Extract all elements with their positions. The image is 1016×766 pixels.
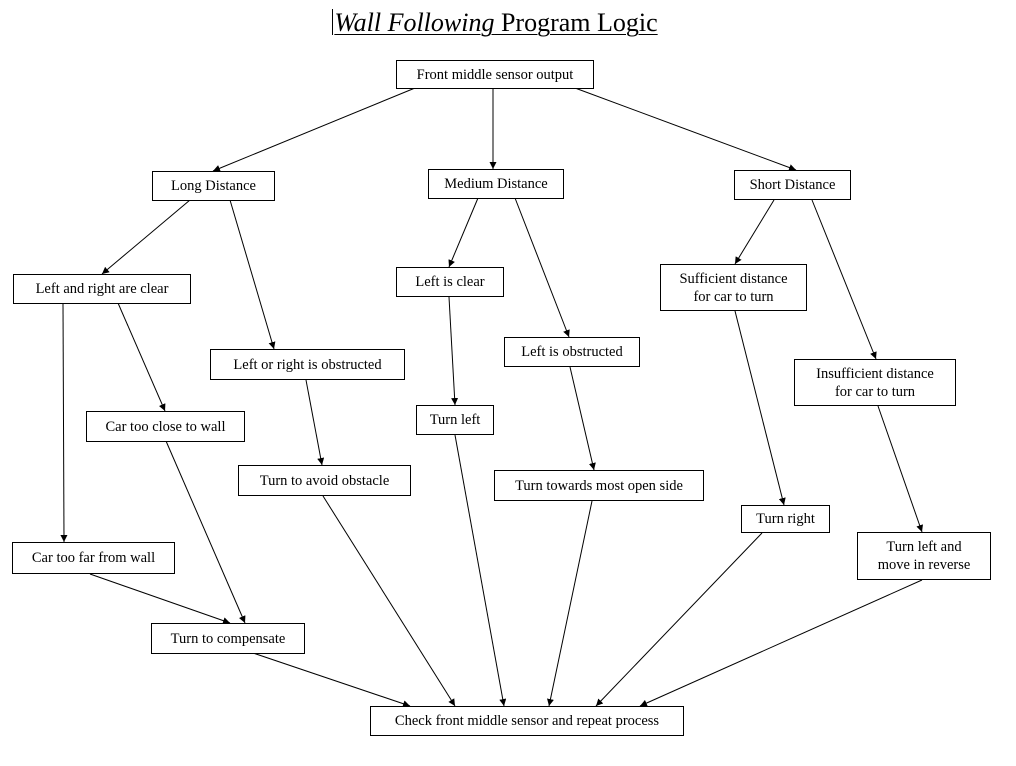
arrow-obstructed-to-avoid	[305, 379, 325, 466]
title-italic: Wall Following	[334, 8, 495, 37]
node-short-distance: Short Distance	[734, 170, 851, 200]
arrow-clear-to-too-close	[117, 302, 166, 412]
arrow-turn-left-to-check	[454, 434, 507, 707]
node-front-sensor: Front middle sensor output	[396, 60, 594, 89]
diagram-title: Wall Following Program Logic	[0, 6, 990, 40]
node-left-clear: Left is clear	[396, 267, 504, 297]
arrow-reverse-to-check	[639, 579, 923, 707]
node-left-or-right-obstructed: Left or right is obstructed	[210, 349, 405, 380]
node-medium-distance: Medium Distance	[428, 169, 564, 199]
node-car-too-far: Car too far from wall	[12, 542, 175, 574]
arrow-too-far-to-compensate	[89, 573, 231, 624]
arrow-medium-to-left-obstructed	[514, 197, 570, 338]
arrow-too-close-to-compensate	[165, 440, 246, 624]
node-insufficient-distance: Insufficient distance for car to turn	[794, 359, 956, 406]
arrow-insufficient-to-reverse	[877, 405, 923, 533]
arrow-front-to-long	[212, 87, 416, 172]
text-cursor	[332, 9, 334, 35]
arrow-clear-to-too-far	[60, 302, 68, 543]
node-sufficient-distance: Sufficient distance for car to turn	[660, 264, 807, 311]
arrow-short-to-insufficient	[811, 199, 877, 360]
arrow-long-to-obstructed	[229, 199, 276, 350]
arrow-short-to-sufficient	[734, 199, 775, 265]
node-turn-left: Turn left	[416, 405, 494, 435]
arrow-long-to-clear	[101, 199, 191, 275]
node-car-too-close: Car too close to wall	[86, 411, 245, 442]
arrow-compensate-to-check	[252, 652, 411, 708]
arrow-avoid-to-check	[322, 495, 456, 707]
node-turn-open-side: Turn towards most open side	[494, 470, 704, 501]
node-left-obstructed: Left is obstructed	[504, 337, 640, 367]
node-turn-right: Turn right	[741, 505, 830, 533]
node-left-right-clear: Left and right are clear	[13, 274, 191, 304]
arrow-sufficient-to-turn-right	[734, 310, 786, 506]
arrow-front-to-short	[574, 87, 797, 171]
arrow-medium-to-left-clear	[448, 197, 479, 268]
arrow-left-obstructed-to-open-side	[569, 366, 596, 471]
arrow-turn-right-to-check	[595, 532, 763, 707]
arrow-open-side-to-check	[547, 500, 593, 707]
title-rest: Program Logic	[494, 8, 658, 37]
node-turn-compensate: Turn to compensate	[151, 623, 305, 654]
arrow-left-clear-to-turn-left	[448, 296, 459, 406]
node-long-distance: Long Distance	[152, 171, 275, 201]
node-turn-avoid: Turn to avoid obstacle	[238, 465, 411, 496]
node-check-repeat: Check front middle sensor and repeat pro…	[370, 706, 684, 736]
node-turn-left-reverse: Turn left and move in reverse	[857, 532, 991, 580]
